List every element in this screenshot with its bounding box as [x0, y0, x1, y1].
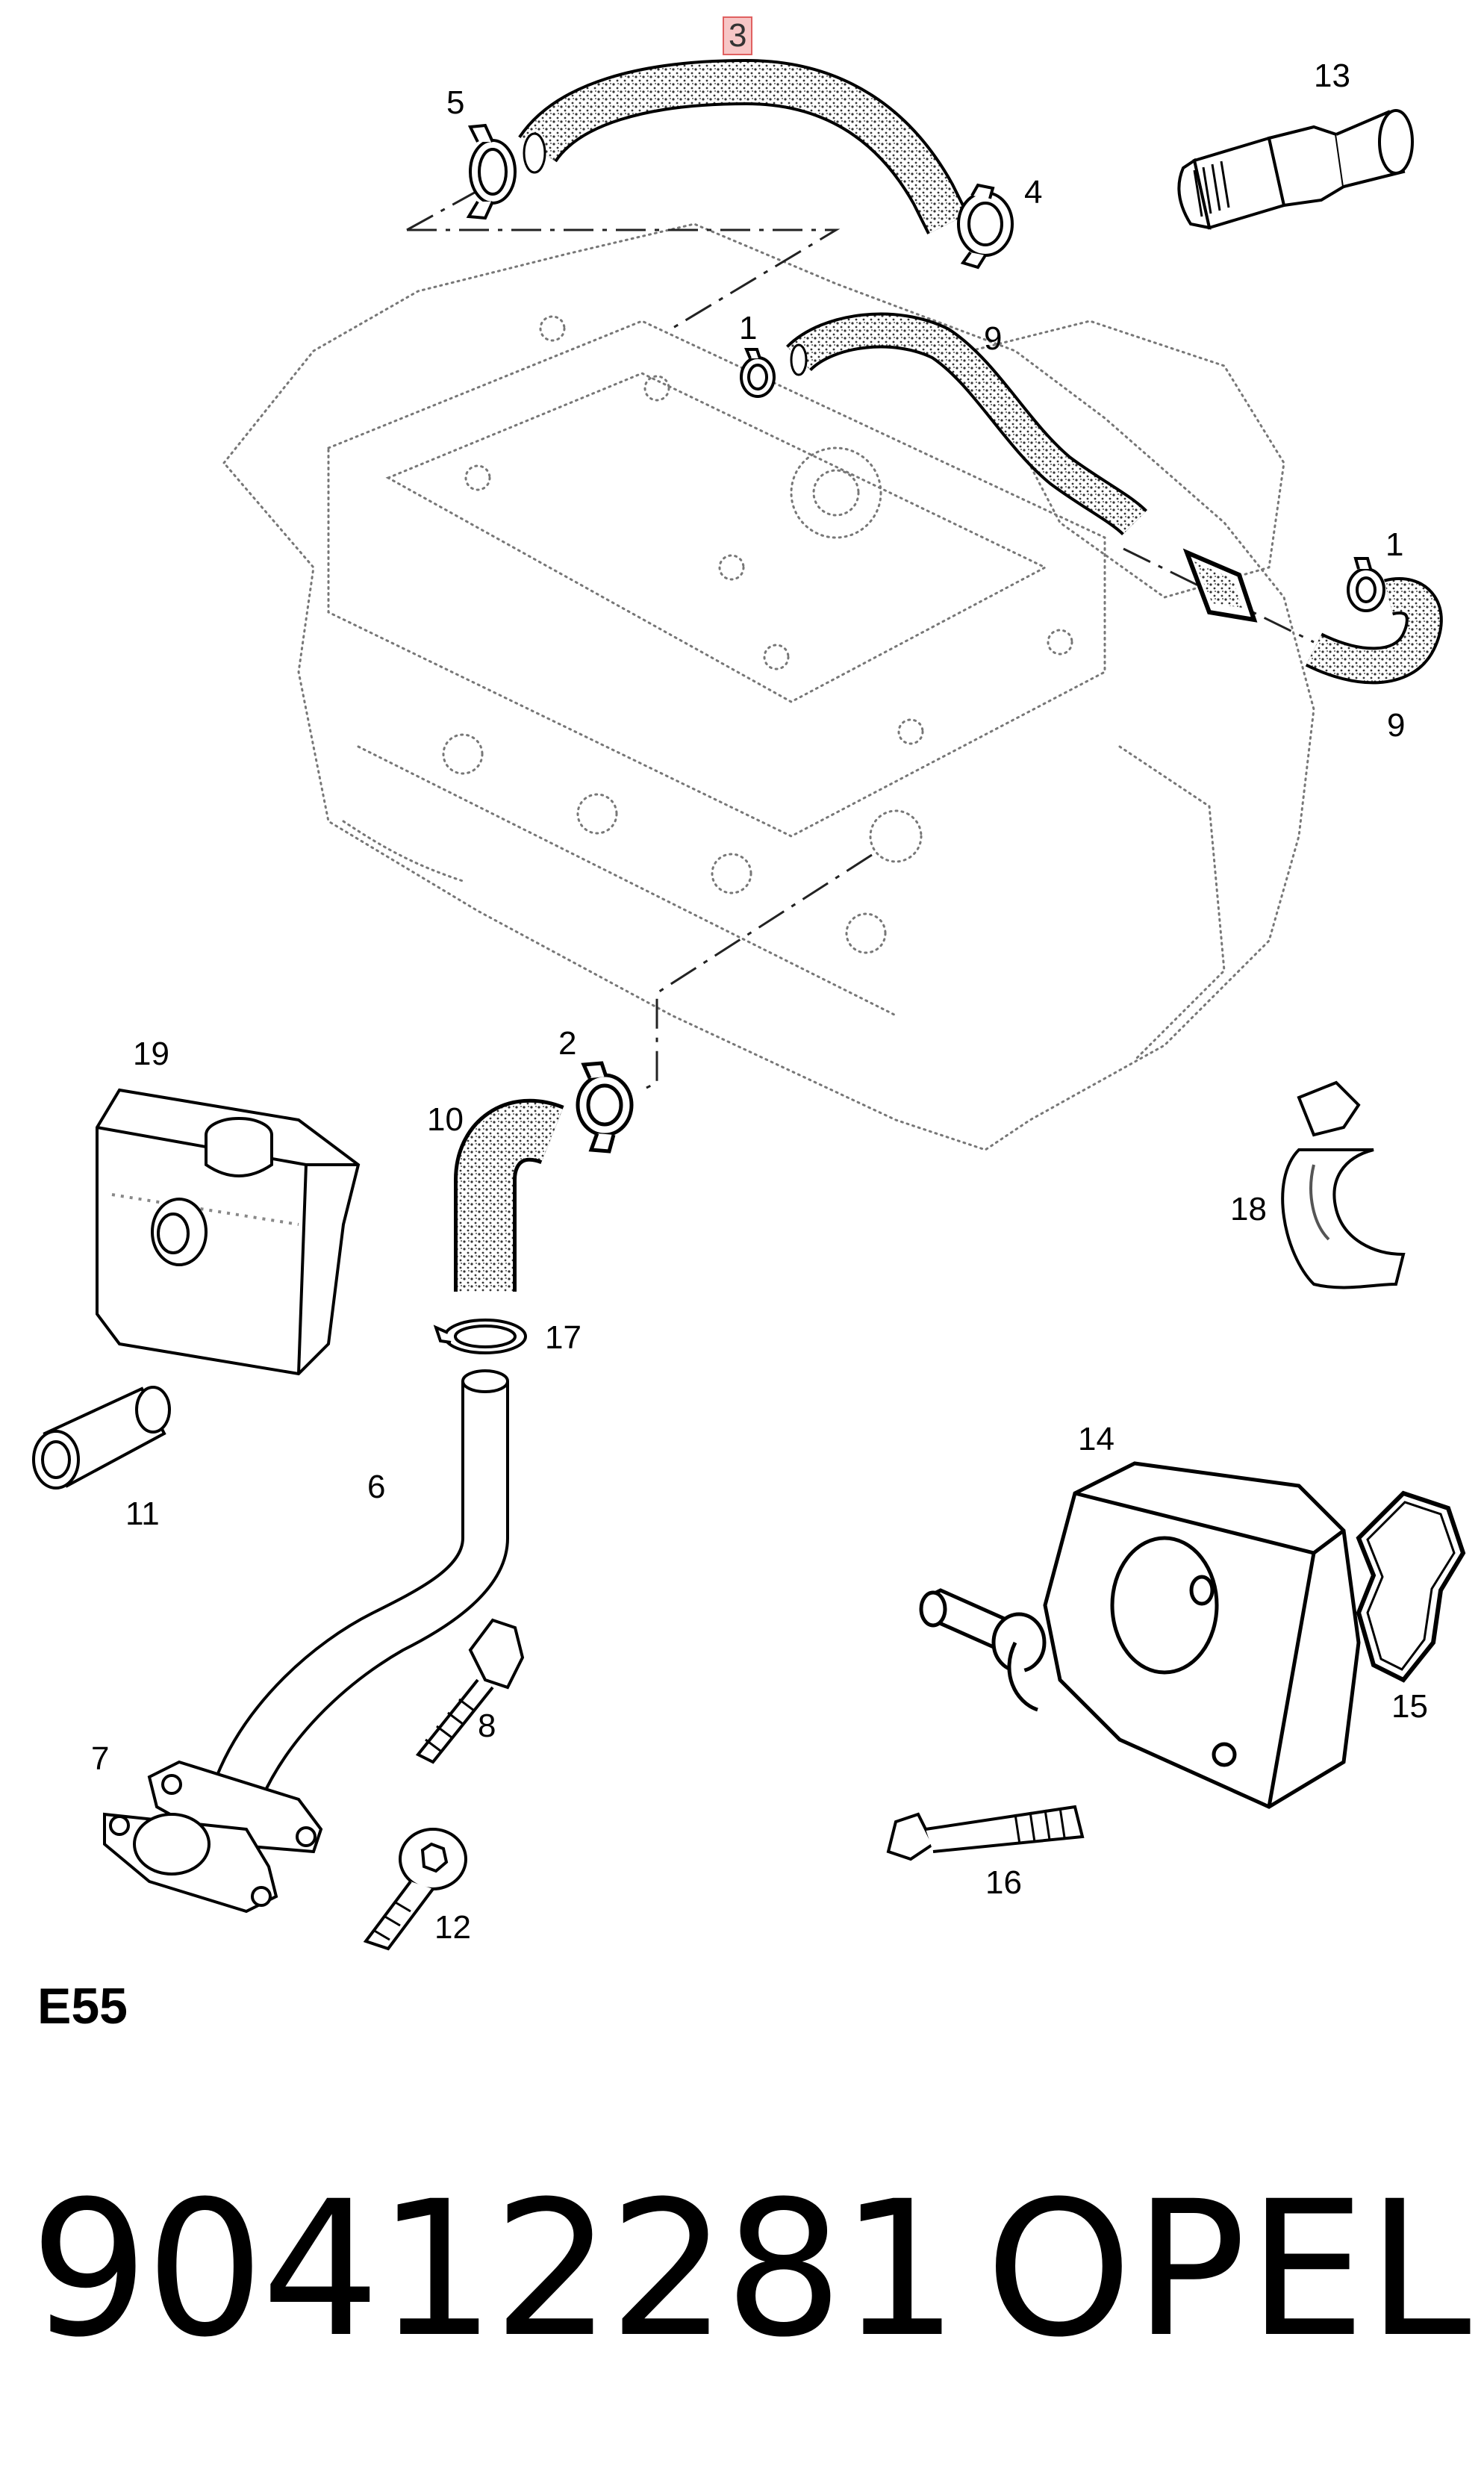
callout-12: 12 [434, 1909, 471, 1946]
callout-2: 2 [558, 1025, 577, 1062]
pipe-6 [193, 1369, 509, 1830]
bolt-8 [415, 1618, 525, 1764]
callout-8: 8 [478, 1708, 496, 1744]
callout-13: 13 [1314, 57, 1350, 94]
callout-9-upper: 9 [984, 320, 1003, 357]
callout-18: 18 [1230, 1191, 1267, 1227]
callout-6: 6 [367, 1469, 386, 1505]
part-number: 90412281 [30, 2161, 958, 2378]
callout-4: 4 [1024, 174, 1043, 211]
hose-fitting-13 [1177, 109, 1414, 230]
hose-clamp-5 [466, 123, 517, 220]
callout-11: 11 [125, 1495, 160, 1532]
hose-9-lower [1305, 577, 1443, 685]
callout-17: 17 [545, 1319, 582, 1356]
hose-clamp-2 [576, 1061, 634, 1154]
hose-clamp-4 [957, 183, 1014, 270]
callout-15: 15 [1391, 1688, 1428, 1725]
parts-diagram [32, 58, 1466, 1951]
sleeve-11 [32, 1386, 171, 1490]
gasket-15 [1356, 1490, 1466, 1683]
engine-block [222, 222, 1315, 1151]
callout-1-right: 1 [1385, 526, 1404, 563]
hose-clamp-1-upper [740, 348, 776, 398]
callout-1-upper: 1 [739, 310, 758, 346]
oil-separator-14 [919, 1461, 1361, 1809]
callout-16: 16 [985, 1864, 1022, 1901]
callout-9-lower: 9 [1387, 707, 1406, 744]
hose-clamp-17 [433, 1319, 527, 1354]
hose-connector [1182, 548, 1258, 623]
callout-3[interactable]: 3 [723, 16, 753, 55]
tank-19 [96, 1088, 361, 1376]
bolt-16 [886, 1805, 1085, 1861]
hose-9-upper [786, 312, 1147, 536]
group-code: E55 [37, 1978, 128, 2035]
hose-3 [518, 58, 969, 234]
flange-7 [103, 1760, 323, 1914]
hose-10 [454, 1098, 564, 1292]
callout-14: 14 [1078, 1421, 1114, 1457]
callout-10: 10 [427, 1101, 464, 1138]
hose-clamp-1-right [1347, 557, 1385, 612]
callout-19: 19 [133, 1036, 169, 1072]
callout-7: 7 [91, 1740, 110, 1777]
brand-name: OPEL [985, 2161, 1473, 2378]
bolt-12 [363, 1828, 467, 1951]
bracket-18 [1281, 1080, 1406, 1289]
callout-5: 5 [446, 84, 465, 121]
